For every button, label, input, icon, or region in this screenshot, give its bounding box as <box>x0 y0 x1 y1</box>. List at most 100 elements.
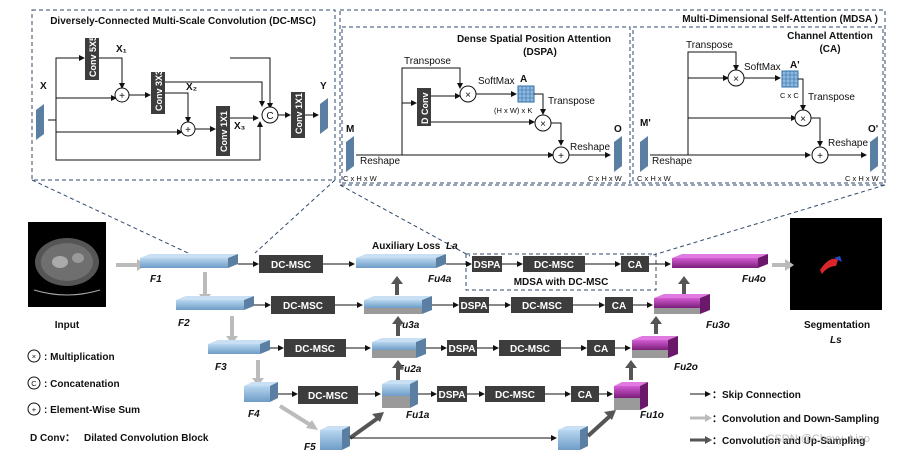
feature-f5 <box>320 426 350 450</box>
dcmsc-mdsa-label-4: DC-MSC <box>495 390 535 401</box>
y-output-feature <box>320 98 328 134</box>
ca-title: Channel Attention <box>787 31 873 42</box>
svg-text:×: × <box>540 119 546 130</box>
dcmsc-block-1 <box>259 255 323 273</box>
o-prime-dim: C x H x W <box>845 174 880 183</box>
ca-reshape-out: Reshape <box>828 138 868 149</box>
dcmsc-mdsa-label-1: DC-MSC <box>534 260 574 271</box>
o-prime-label: O' <box>868 124 878 135</box>
fu4a-label: Fu4a <box>428 274 452 285</box>
mdsa-panel <box>339 9 886 186</box>
x1-label: X₁ <box>116 44 127 55</box>
feature-f5-skip <box>558 426 588 450</box>
dcmsc-label-2: DC-MSC <box>283 301 323 312</box>
dcmsc-mdsa-label-3: DC-MSC <box>510 344 550 355</box>
m-feature <box>346 136 354 172</box>
svg-text:+: + <box>32 405 37 414</box>
ca-abbr: (CA) <box>819 44 840 55</box>
feature-fu1o <box>614 382 648 410</box>
legend-dconv-desc: Dilated Convolution Block <box>84 433 209 444</box>
dspa-block-3 <box>447 340 477 356</box>
dcmsc-label-3: DC-MSC <box>295 344 335 355</box>
mdsa-title: Multi-Dimensional Self-Attention (MDSA ) <box>682 14 878 25</box>
dcmsc-label-4: DC-MSC <box>308 391 348 402</box>
attention-map-a <box>517 85 535 103</box>
legend-skip: ：Skip Connection <box>712 390 801 401</box>
svg-text:+: + <box>185 125 191 136</box>
dcmsc-block-mdsa-2 <box>511 297 573 313</box>
o-label: O <box>614 124 622 135</box>
a-dim: (H x W) x K <box>494 106 532 115</box>
f5-label: F5 <box>304 442 316 453</box>
ca-softmax: SoftMax <box>744 62 781 73</box>
dspa-reshape-out: Reshape <box>570 142 610 153</box>
mdsa-with-label: MDSA with DC-MSC <box>514 277 609 288</box>
a-prime-dim: C x C <box>780 91 799 100</box>
conv3-label: Conv 3X3 <box>154 70 164 111</box>
svg-text:×: × <box>32 352 36 361</box>
multiplication-icon <box>27 349 41 363</box>
dspa-panel <box>341 26 631 184</box>
dspa-label-4: DSPA <box>438 390 465 401</box>
dcmsc-block-4 <box>298 386 358 404</box>
svg-text:+: + <box>558 151 564 162</box>
f4-label: F4 <box>248 409 260 420</box>
m-prime-feature <box>640 136 648 172</box>
sum-icon <box>27 402 41 416</box>
svg-text:×: × <box>733 74 739 85</box>
concatenation-icon <box>27 376 41 390</box>
aux-loss-label: Auxiliary Loss <box>372 241 441 252</box>
feature-f4 <box>244 382 278 402</box>
svg-text:×: × <box>465 90 471 101</box>
dcmsc-panel <box>31 9 336 181</box>
f1-label: F1 <box>150 274 162 285</box>
m-dim: C x H x W <box>343 174 378 183</box>
m-prime-dim: C x H x W <box>637 174 672 183</box>
x2-label: X₂ <box>186 82 197 93</box>
ca-block-4 <box>571 386 599 402</box>
fu3a-label: Fu3a <box>396 320 420 331</box>
m-label: M <box>346 124 354 135</box>
la-label: La <box>446 241 458 252</box>
input-label: Input <box>55 320 80 331</box>
ca-transpose-2: Transpose <box>808 92 855 103</box>
svg-text:+: + <box>119 91 125 102</box>
svg-text:+: + <box>817 151 823 162</box>
legend-concat: : Concatenation <box>44 379 120 390</box>
feature-f2 <box>176 296 254 310</box>
feature-f1 <box>140 254 238 268</box>
dcmsc-block-2 <box>271 296 335 314</box>
x-label: X <box>40 81 47 92</box>
ls-label: Ls <box>830 335 842 346</box>
x-input-feature <box>36 104 44 140</box>
fu4o-label: Fu4o <box>742 274 766 285</box>
feature-fu4a <box>356 254 446 268</box>
ca-label-1: CA <box>628 260 642 271</box>
conv3-block <box>151 72 165 114</box>
dcmsc-title: Diversely-Connected Multi-Scale Convolut… <box>50 16 316 27</box>
dspa-reshape-in: Reshape <box>360 156 400 167</box>
feature-fu2a <box>372 338 426 358</box>
conv1b-label: Conv 1X1 <box>294 93 304 134</box>
conv1-block-b <box>291 92 305 138</box>
dcmsc-block-mdsa-3 <box>499 340 561 356</box>
dspa-transpose-2: Transpose <box>548 96 595 107</box>
f2-label: F2 <box>178 318 190 329</box>
conv5-label: Conv 5X5 <box>88 36 98 77</box>
m-prime-label: M' <box>640 118 651 129</box>
dspa-label-1: DSPA <box>473 260 500 271</box>
ca-transpose-1: Transpose <box>686 40 733 51</box>
fu1o-label: Fu1o <box>640 410 664 421</box>
conv1-block-a <box>216 106 230 156</box>
a-label: A <box>520 74 527 85</box>
svg-text:×: × <box>800 114 806 125</box>
dcmsc-block-mdsa-1 <box>523 256 585 272</box>
dcmsc-block-3 <box>284 339 346 357</box>
attention-map-a-prime <box>781 70 799 88</box>
ca-label-4: CA <box>578 390 592 401</box>
feature-fu3a <box>364 296 432 314</box>
dspa-block-4 <box>437 386 467 402</box>
dconv-block <box>417 88 431 126</box>
feature-f3 <box>208 340 270 354</box>
